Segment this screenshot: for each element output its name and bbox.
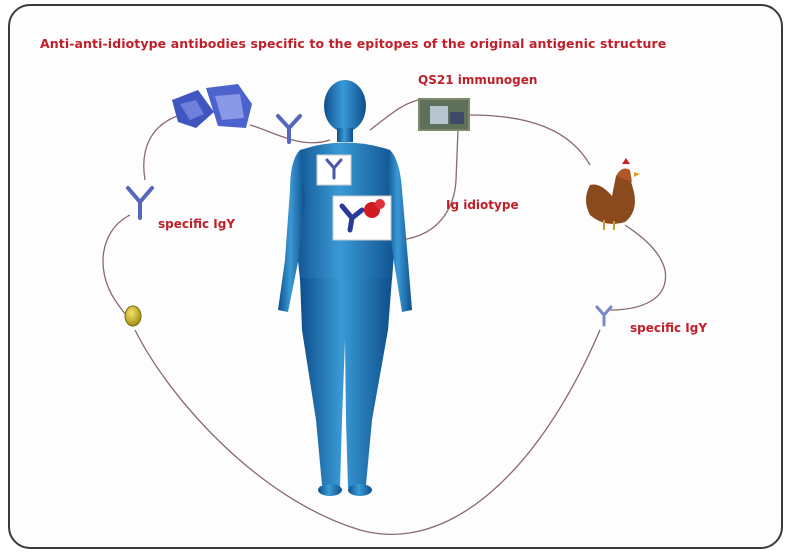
protein-structure-icon	[172, 84, 252, 128]
qs21-immunogen-label: QS21 immunogen	[418, 73, 537, 87]
antibody-icon-left	[128, 188, 152, 218]
human-body-figure	[278, 80, 412, 496]
chicken-icon	[586, 158, 640, 230]
specific-igy-label-right: specific IgY	[630, 321, 707, 335]
cycle-line-left	[103, 215, 132, 317]
specific-igy-label-left: specific IgY	[158, 217, 235, 231]
antibody-icon-top	[278, 116, 300, 142]
egg-icon	[125, 306, 141, 326]
ig-idiotype-label: Ig idiotype	[446, 198, 519, 212]
cycle-line-idiotype	[400, 130, 458, 240]
qs21-photo	[418, 98, 470, 131]
cycle-line-right	[610, 225, 666, 310]
antibody-icon-right	[597, 307, 611, 325]
cycle-line-top-right	[370, 100, 590, 165]
diagram-title: Anti-anti-idiotype antibodies specific t…	[40, 36, 666, 51]
